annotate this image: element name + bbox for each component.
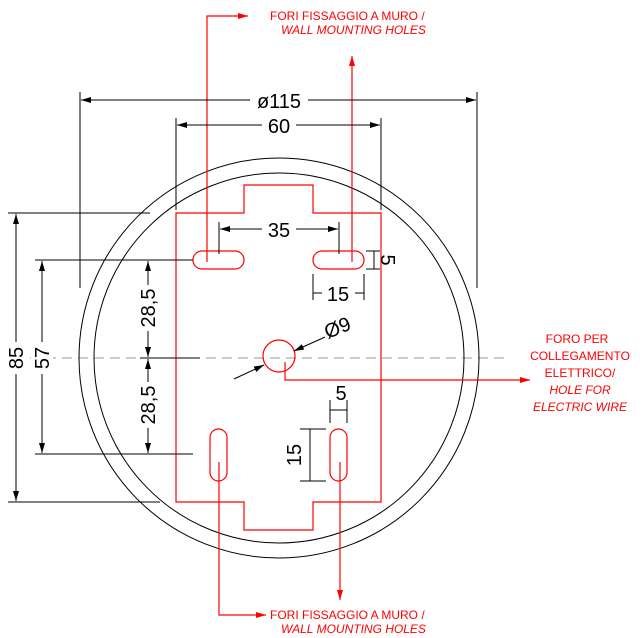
- dim-slot-width-v: 5: [335, 383, 346, 405]
- dim-slot-pitch-v: 57: [32, 347, 54, 369]
- dim-half-pitch-bottom: 28,5: [138, 386, 160, 425]
- label-bottom-line1: FORI FISSAGGIO A MURO /: [270, 608, 425, 622]
- dim-half-pitch-top: 28,5: [138, 289, 160, 328]
- wire-hole: [262, 339, 296, 373]
- dim-outer-diameter: ø115: [257, 91, 301, 113]
- slot-bottom-right: [329, 428, 348, 482]
- dim-slot-length-h: 15: [327, 284, 349, 306]
- label-top-line1: FORI FISSAGGIO A MURO /: [270, 9, 425, 23]
- dim-slot-spacing: 35: [268, 220, 290, 242]
- label-right-line5: ELECTRIC WIRE: [533, 400, 628, 414]
- dim-hole-diameter: Ø9: [321, 313, 354, 343]
- dim-total-height: 85: [6, 347, 28, 369]
- label-right-line4: HOLE FOR: [549, 383, 611, 397]
- leader-top-left: [206, 13, 248, 262]
- mounting-plate-outline: [175, 184, 382, 531]
- label-bottom-line2: WALL MOUNTING HOLES: [281, 622, 426, 636]
- outer-circle: [78, 157, 480, 559]
- dim-slot-width-h: 5: [376, 254, 398, 265]
- label-top-line2: WALL MOUNTING HOLES: [281, 23, 426, 37]
- label-right-line2: COLLEGAMENTO: [530, 349, 630, 363]
- dim-plate-width: 60: [268, 116, 290, 138]
- label-right-line1: FORO PER: [546, 332, 609, 346]
- dim-slot-length-v: 15: [284, 444, 306, 466]
- inner-circle: [93, 172, 465, 544]
- leader-wire-hole: [284, 362, 530, 383]
- leader-bottom-left: [218, 462, 266, 618]
- label-right-line3: ELETTRICO/: [545, 366, 616, 380]
